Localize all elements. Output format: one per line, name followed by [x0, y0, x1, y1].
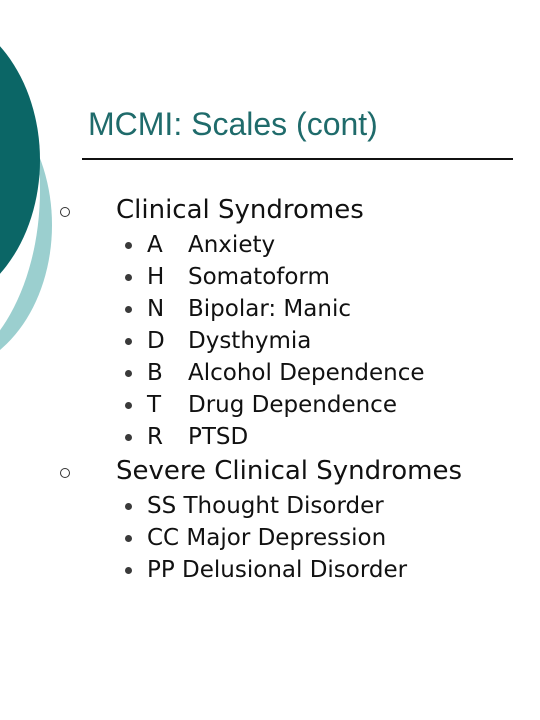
hollow-circle-bullet-icon: [60, 207, 70, 217]
bullet-dot-icon: [125, 535, 132, 542]
scale-text: CC Major Depression: [147, 525, 387, 551]
bullet-dot-icon: [125, 567, 132, 574]
scale-code: D: [147, 328, 165, 354]
bullet-dot-icon: [125, 402, 132, 409]
hollow-circle-bullet-icon: [60, 468, 70, 478]
slide-title: MCMI: Scales (cont): [88, 106, 378, 142]
bullet-dot-icon: [125, 274, 132, 281]
scale-label: Somatoform: [188, 264, 330, 290]
title-divider: [82, 158, 513, 160]
scale-code: B: [147, 360, 163, 386]
bullet-dot-icon: [125, 338, 132, 345]
bullet-dot-icon: [125, 306, 132, 313]
scale-code: H: [147, 264, 165, 290]
decorative-shapes: [0, 46, 52, 350]
scale-label: Anxiety: [188, 232, 276, 258]
scale-label: Dysthymia: [188, 328, 312, 354]
section-heading: Clinical Syndromes: [116, 195, 364, 225]
scale-code: R: [147, 424, 163, 450]
bullet-dot-icon: [125, 370, 132, 377]
scale-text: SS Thought Disorder: [147, 493, 384, 519]
decorative-dark-ellipse: [0, 46, 40, 274]
bullet-dot-icon: [125, 434, 132, 441]
scale-label: Bipolar: Manic: [188, 296, 351, 322]
bullet-dot-icon: [125, 242, 132, 249]
bullet-dot-icon: [125, 503, 132, 510]
section-heading: Severe Clinical Syndromes: [116, 456, 463, 486]
scale-label: PTSD: [188, 424, 249, 450]
scale-label: Drug Dependence: [188, 392, 397, 418]
scale-text: PP Delusional Disorder: [147, 557, 408, 583]
scale-label: Alcohol Dependence: [188, 360, 425, 386]
scale-code: N: [147, 296, 165, 322]
scale-code: T: [147, 392, 162, 418]
scale-code: A: [147, 232, 163, 258]
